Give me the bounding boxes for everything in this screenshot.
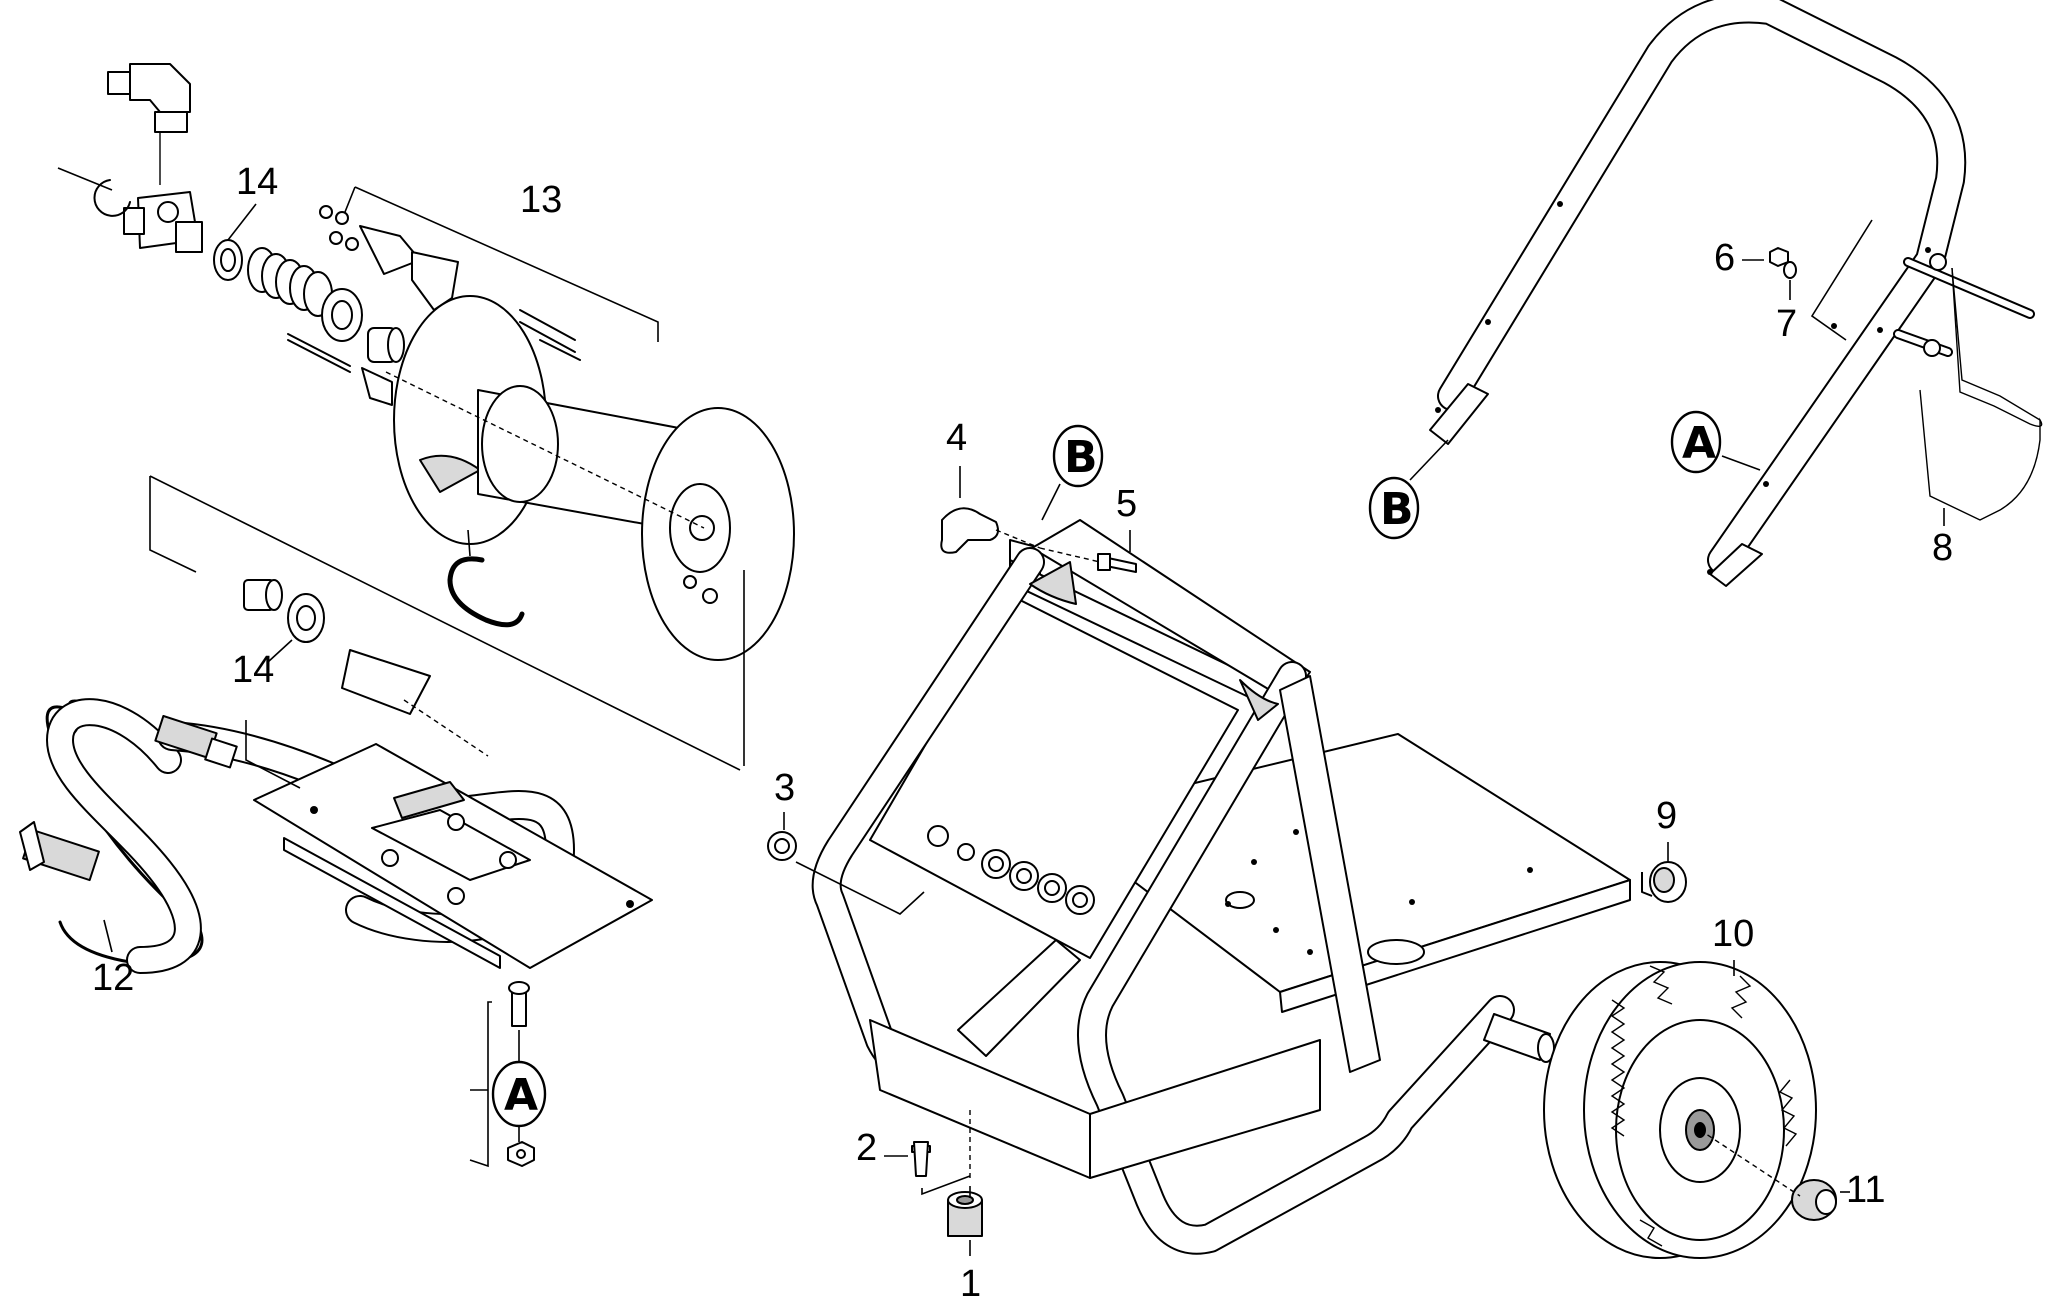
bolt-5 xyxy=(1097,553,1137,573)
ref-marker-a-handle-label: A xyxy=(1682,418,1716,469)
reel-bearing-block xyxy=(319,205,459,311)
plate-mounting-nut xyxy=(507,1141,535,1167)
bushing xyxy=(367,327,405,363)
cap-nut-1 xyxy=(947,1191,983,1237)
callout-11: 11 xyxy=(1846,1169,1885,1211)
ref-marker-a-bracket xyxy=(491,1060,547,1128)
crank-bracket xyxy=(361,367,393,406)
swivel-spring xyxy=(247,247,333,317)
callout-5: 5 xyxy=(1116,483,1137,525)
push-handle xyxy=(1429,0,1967,587)
hose-reel-assembly: 13 xyxy=(57,63,795,661)
callout-10: 10 xyxy=(1712,913,1754,955)
callout-14-lower: 14 xyxy=(232,649,274,691)
part-14-lower-group: 14 xyxy=(232,579,325,691)
wheel-10 xyxy=(1543,961,1817,1259)
callout-8: 8 xyxy=(1932,527,1953,569)
part-14-upper-group: 14 xyxy=(227,161,278,241)
screw-2 xyxy=(911,1141,931,1177)
ref-marker-b-frame-label: B xyxy=(1064,432,1098,483)
axle xyxy=(1483,1013,1551,1061)
reel-bolt xyxy=(287,333,351,367)
callout-14-upper: 14 xyxy=(236,161,278,203)
callout-9: 9 xyxy=(1656,795,1677,837)
main-frame xyxy=(811,519,1631,1255)
reel-axle-rod xyxy=(341,649,431,715)
bushing-9 xyxy=(1641,861,1687,903)
high-pressure-hose xyxy=(19,698,575,974)
callout-1: 1 xyxy=(960,1263,981,1305)
knob-4 xyxy=(940,507,999,554)
callout-3: 3 xyxy=(774,767,795,809)
ref-marker-b-handle xyxy=(1368,476,1420,540)
grommet-3 xyxy=(767,831,797,861)
callout-2: 2 xyxy=(856,1127,877,1169)
ref-marker-b-frame xyxy=(1052,424,1104,488)
callout-6: 6 xyxy=(1714,237,1735,279)
swivel-tee xyxy=(123,191,203,253)
plate-mounting-bolt xyxy=(508,981,530,1027)
nut-6 xyxy=(1769,247,1789,267)
ref-marker-b-handle-label: B xyxy=(1380,484,1414,535)
elbow-fitting xyxy=(107,63,191,185)
grommet-row xyxy=(927,825,1095,915)
crank-handle xyxy=(447,556,525,628)
callout-13: 13 xyxy=(520,179,562,221)
reel-bushing-lower xyxy=(243,579,283,611)
callout-12: 12 xyxy=(92,957,134,999)
ref-marker-a-bracket-label: A xyxy=(504,1070,538,1121)
hose-hanger xyxy=(1893,253,2043,521)
reel-mounting-plate xyxy=(253,743,653,969)
callout-7: 7 xyxy=(1776,303,1797,345)
washer-7 xyxy=(1783,261,1797,279)
ref-marker-a-handle xyxy=(1670,410,1722,474)
hub-cap-11 xyxy=(1791,1179,1837,1221)
callout-4: 4 xyxy=(946,417,967,459)
